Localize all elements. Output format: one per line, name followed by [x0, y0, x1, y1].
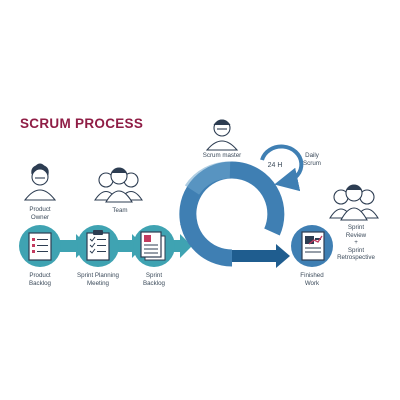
finished-work-label: Finished Work: [300, 272, 324, 287]
product-backlog-icon: [19, 225, 61, 267]
sprint-review-label: Sprint Review + Sprint Retrospective: [337, 224, 375, 262]
daily-scrum-cycle: [260, 144, 304, 192]
daily-duration-label: 24 H: [267, 162, 283, 169]
daily-scrum-label: Daily Scrum: [303, 152, 321, 167]
team-icon: [93, 167, 144, 203]
sprint-planning-label: Sprint Planning Meeting: [77, 272, 119, 287]
document-icon: [133, 225, 175, 267]
review-team-icon: [329, 184, 379, 221]
page-title: SCRUM PROCESS: [20, 116, 144, 131]
sprint-backlog-label: Sprint Backlog: [142, 272, 165, 287]
scrum-master-person-icon: [205, 119, 239, 151]
product-backlog-label: Product Backlog: [28, 272, 51, 287]
product-owner-person-icon: [23, 163, 57, 201]
sprint-cycle: [179, 161, 285, 267]
team-label: Team: [112, 207, 128, 214]
product-owner-label: Product Owner: [29, 206, 51, 221]
delivery-arrow: [232, 244, 290, 268]
chart-document-icon: [291, 225, 333, 267]
checklist-icon: [77, 225, 119, 267]
sprint-duration-label: SPRINT 1 - 4 WEEKS: [204, 199, 252, 217]
scrum-master-label: Scrum master: [202, 152, 242, 159]
